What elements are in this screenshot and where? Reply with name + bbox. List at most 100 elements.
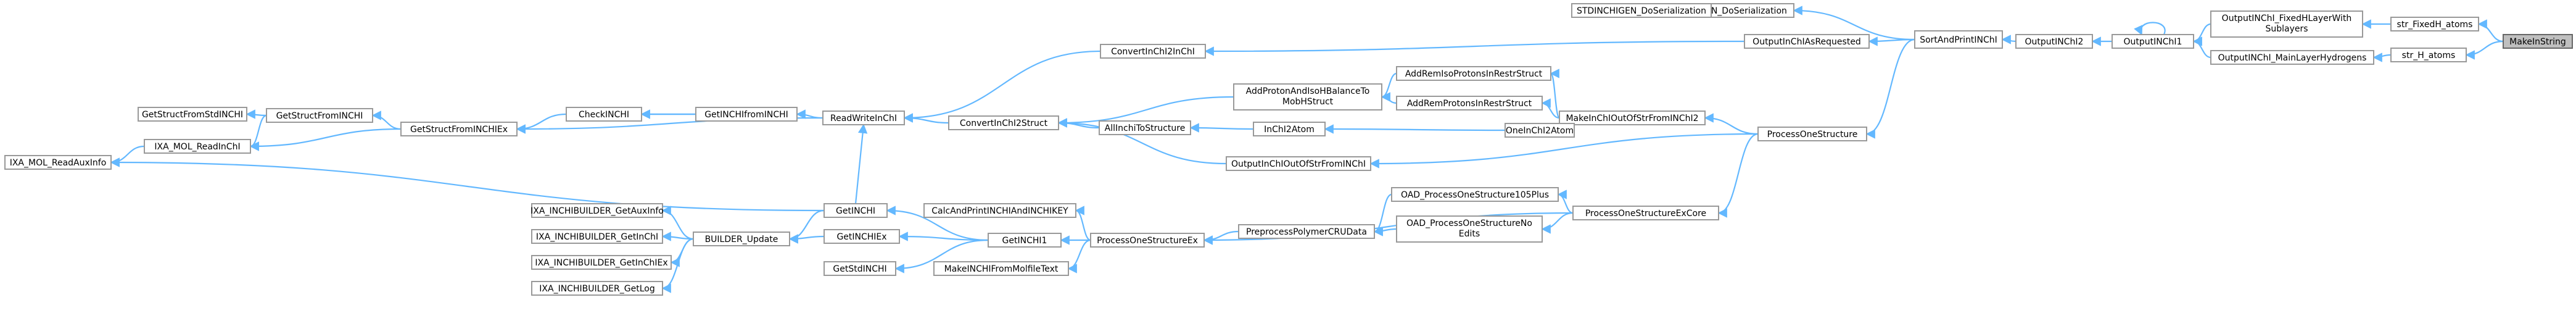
node-box: [948, 115, 1059, 130]
node-box: [1757, 127, 1867, 141]
node-box: [1396, 66, 1551, 81]
node-label: AddRemIsoProtonsInRestrStruct: [1405, 69, 1543, 79]
graph-node[interactable]: STDINCHIGEN_DoSerialization: [1571, 3, 1712, 18]
node-label: OAD_ProcessOneStructureNo: [1406, 219, 1532, 228]
graph-node[interactable]: AddRemProtonsInRestrStruct: [1396, 96, 1543, 111]
graph-node[interactable]: AddRemIsoProtonsInRestrStruct: [1396, 66, 1551, 81]
node-label: ProcessOneStructureExCore: [1585, 209, 1706, 219]
node-box: [4, 155, 112, 170]
graph-node[interactable]: ConvertInChI2Struct: [948, 115, 1059, 130]
graph-node[interactable]: OutputINChI_MainLayerHydrogens: [2210, 50, 2374, 65]
node-box: [693, 232, 790, 246]
graph-node[interactable]: GetStdINCHI: [824, 261, 896, 276]
graph-node[interactable]: str_FixedH_atoms: [2390, 17, 2479, 31]
graph-node[interactable]: ProcessOneStructureExCore: [1572, 206, 1719, 220]
call-edge: [903, 50, 1101, 123]
graph-node[interactable]: SortAndPrintINChI: [1914, 30, 2003, 49]
node-label: str_H_atoms: [2402, 51, 2456, 61]
node-box: [2503, 34, 2573, 49]
graph-node[interactable]: GetStructFromINCHIEx: [400, 122, 518, 136]
graph-node[interactable]: OutputINChI2: [2015, 34, 2093, 49]
node-label: str_FixedH_atoms: [2397, 20, 2473, 30]
node-label: Edits: [1459, 229, 1480, 239]
call-edge: [1381, 92, 1397, 104]
call-edge: [1868, 36, 1915, 46]
node-layer: MakeInStringstr_FixedH_atomsstr_H_atomsO…: [4, 3, 2573, 296]
node-box: [1233, 83, 1382, 111]
call-edge: [1717, 133, 1759, 218]
node-box: [2210, 10, 2363, 38]
call-edge: [516, 113, 567, 134]
graph-node[interactable]: CheckINCHI: [566, 107, 642, 122]
call-edge: [788, 209, 825, 244]
graph-node[interactable]: AllInchiToStructure: [1099, 120, 1191, 135]
graph-node[interactable]: PreprocessPolymerCRUData: [1238, 224, 1375, 239]
graph-node[interactable]: MakeINCHIFromMolfileText: [933, 261, 1069, 276]
graph-node[interactable]: OAD_ProcessOneStructure105Plus: [1391, 187, 1559, 202]
node-label: GetStdINCHI: [833, 264, 886, 274]
call-edge: [2192, 36, 2211, 59]
graph-node[interactable]: OutputInChIOutOfStrFromINChI: [1226, 156, 1371, 171]
node-label: OutputINChI1: [2124, 37, 2182, 47]
call-edge: [1793, 6, 1915, 41]
node-label: AddRemProtonsInRestrStruct: [1407, 99, 1532, 109]
edge-layer: [110, 6, 2504, 293]
node-box: [1099, 120, 1191, 135]
graph-node[interactable]: str_H_atoms: [2390, 48, 2467, 62]
node-label: OutputINChI2: [2025, 37, 2084, 47]
graph-node[interactable]: GetINCHI1: [988, 233, 1062, 248]
graph-node[interactable]: GetINCHIEx: [824, 229, 900, 244]
node-box: [822, 111, 905, 125]
node-box: [566, 107, 642, 122]
call-edge: [788, 234, 825, 244]
graph-node[interactable]: GetStructFromINCHI: [266, 108, 373, 123]
call-edge: [249, 114, 267, 151]
graph-node[interactable]: MakeInChIOutOfStrFromINChI2: [1559, 111, 1706, 125]
node-label: ProcessOneStructure: [1767, 130, 1858, 140]
call-edge: [898, 232, 989, 241]
graph-node[interactable]: OutputINChI1: [2112, 34, 2194, 49]
graph-node[interactable]: GetStructFromStdINCHI: [138, 107, 247, 122]
graph-node[interactable]: OutputInChIAsRequested: [1744, 34, 1870, 49]
call-edge: [110, 145, 145, 167]
graph-node[interactable]: ReadWriteInChI: [822, 111, 905, 125]
graph-node[interactable]: GetINCHIfromINCHI: [695, 107, 798, 122]
call-edge: [886, 206, 989, 241]
graph-node[interactable]: BUILDER_Update: [693, 232, 790, 246]
graph-node[interactable]: IXA_MOL_ReadInChI: [144, 139, 251, 154]
node-box: [531, 281, 663, 296]
call-edge: [1704, 113, 1759, 135]
graph-node[interactable]: IXA_MOL_ReadAuxInfo: [4, 155, 112, 170]
graph-node[interactable]: OneInChI2Atom: [1505, 123, 1575, 138]
call-edge: [903, 113, 949, 124]
node-label: ConvertInChI2InChI: [1111, 47, 1195, 57]
graph-node[interactable]: IXA_INCHIBUILDER_GetAuxInfo: [530, 203, 664, 218]
node-box: [1253, 122, 1326, 136]
call-edge: [1541, 212, 1574, 234]
graph-node[interactable]: CalcAndPrintINCHIAndINCHIKEY: [923, 203, 1076, 218]
node-box: [2112, 34, 2194, 49]
node-label: GetINCHI: [836, 206, 875, 216]
node-box: [824, 203, 888, 218]
node-box: [531, 255, 672, 270]
node-label: GetINCHIEx: [836, 232, 886, 242]
node-box: [1396, 215, 1543, 243]
node-label: OAD_ProcessOneStructure105Plus: [1401, 190, 1549, 200]
node-box: [266, 108, 373, 123]
graph-node[interactable]: IXA_INCHIBUILDER_GetInChI: [531, 229, 663, 244]
graph-node[interactable]: ConvertInChI2InChI: [1100, 44, 1206, 59]
graph-node[interactable]: IXA_INCHIBUILDER_GetInChIEx: [531, 255, 672, 270]
graph-node[interactable]: IXA_INCHIBUILDER_GetLog: [531, 281, 663, 296]
graph-node[interactable]: InChI2Atom: [1253, 122, 1326, 136]
node-box: [138, 107, 247, 122]
graph-node[interactable]: ProcessOneStructureEx: [1090, 233, 1205, 248]
graph-node[interactable]: MakeInString: [2503, 34, 2573, 49]
call-edge: [1373, 193, 1392, 236]
graph-node[interactable]: ProcessOneStructure: [1757, 127, 1867, 141]
graph-node[interactable]: GetINCHI: [824, 203, 888, 218]
node-box: [2390, 48, 2467, 62]
